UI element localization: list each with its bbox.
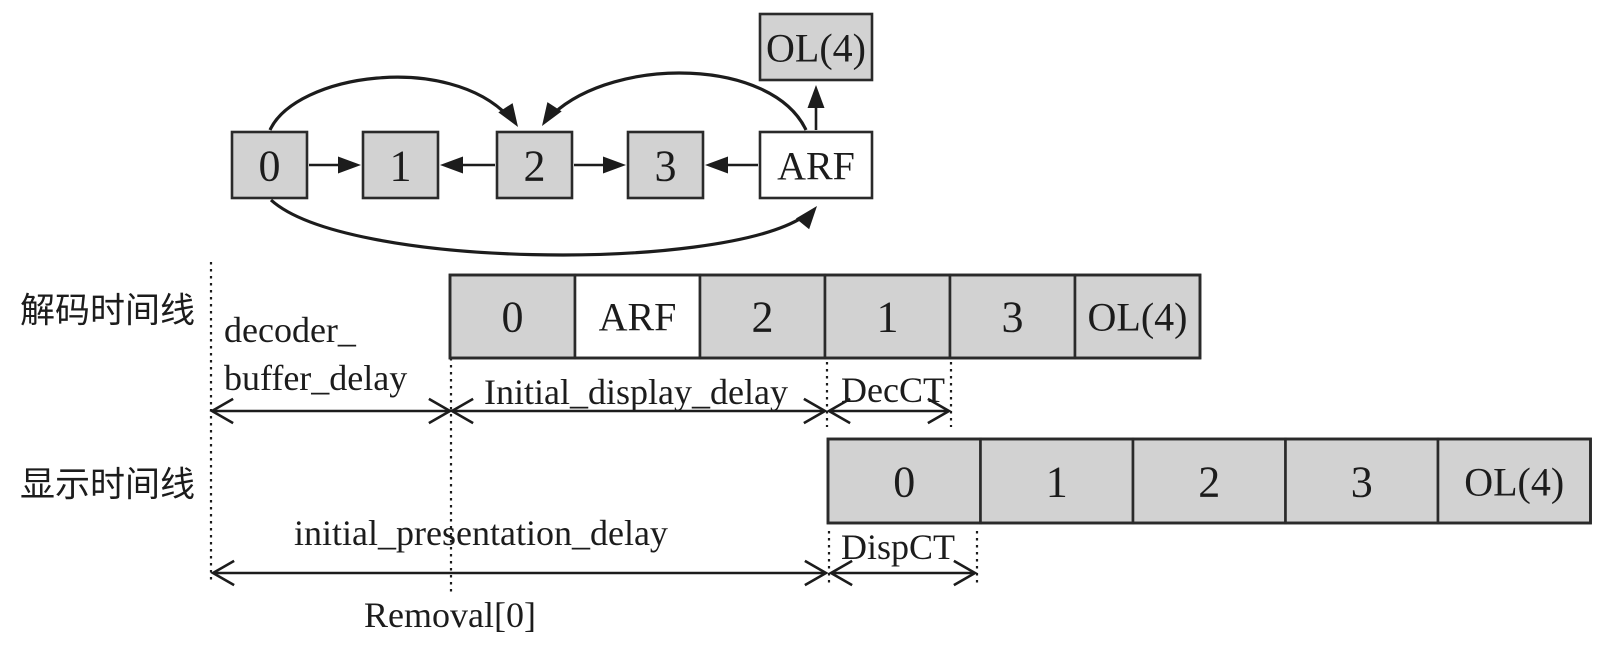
display-cell-label: OL(4) bbox=[1464, 460, 1564, 505]
arrowhead-icon bbox=[705, 156, 728, 174]
decct-arrow bbox=[826, 397, 952, 425]
arrowhead-icon bbox=[498, 103, 518, 127]
initial-presentation-delay-arrow bbox=[210, 559, 829, 587]
graph-node-3-label: 3 bbox=[655, 142, 677, 191]
arc-arf-to-2 bbox=[542, 71, 808, 131]
arrow-0-to-1 bbox=[309, 156, 361, 174]
dispct-arrow bbox=[828, 559, 978, 587]
arrow-2-to-1 bbox=[440, 156, 495, 174]
display-cell-label: 3 bbox=[1351, 458, 1373, 507]
initial-presentation-delay-label: initial_presentation_delay bbox=[294, 513, 668, 553]
decoder-buffer-delay-label-line2: buffer_delay bbox=[224, 358, 407, 398]
arrowhead-icon bbox=[795, 206, 817, 230]
dispct-label: DispCT bbox=[841, 527, 955, 567]
arrowhead-icon bbox=[440, 156, 463, 174]
graph-node-2-label: 2 bbox=[524, 142, 546, 191]
graph-node-0-label: 0 bbox=[259, 142, 281, 191]
decode-cell: ARF bbox=[573, 273, 702, 360]
decode-cell: 2 bbox=[698, 273, 827, 360]
display-cell-label: 2 bbox=[1198, 458, 1220, 507]
graph-node-arf: ARF bbox=[758, 130, 874, 200]
display-cell-label: 1 bbox=[1046, 458, 1068, 507]
arrow-2-to-3 bbox=[574, 156, 626, 174]
decct-label: DecCT bbox=[841, 370, 945, 410]
decode-cell: 3 bbox=[948, 273, 1077, 360]
arrow-arf-to-3 bbox=[705, 156, 758, 174]
arrowhead-icon bbox=[603, 156, 626, 174]
decode-cell: 1 bbox=[823, 273, 952, 360]
decode-cell-label: OL(4) bbox=[1088, 295, 1188, 340]
display-cell: OL(4) bbox=[1436, 437, 1592, 525]
graph-node-1-label: 1 bbox=[390, 142, 412, 191]
display-cell: 0 bbox=[826, 437, 982, 525]
decode-cell: 0 bbox=[448, 273, 577, 360]
graph-node-ol4-label: OL(4) bbox=[766, 26, 866, 71]
graph-node-2: 2 bbox=[495, 130, 574, 200]
display-cell: 3 bbox=[1284, 437, 1440, 525]
decode-timeline-label: 解码时间线 bbox=[20, 292, 195, 331]
display-timeline-label: 显示时间线 bbox=[20, 466, 195, 505]
decode-cell-label: 1 bbox=[877, 293, 899, 342]
decoder-buffer-delay-arrow bbox=[209, 397, 453, 425]
graph-node-ol4: OL(4) bbox=[758, 12, 874, 82]
decode-cell-label: 2 bbox=[752, 293, 774, 342]
display-cell: 2 bbox=[1131, 437, 1287, 525]
decode-cell-label: 0 bbox=[502, 293, 524, 342]
decode-cell: OL(4) bbox=[1073, 273, 1202, 360]
arc-0-to-arf bbox=[269, 198, 817, 257]
arrowhead-icon bbox=[338, 156, 361, 174]
arrow-arf-to-ol4 bbox=[807, 85, 825, 130]
decoder-buffer-delay-label-line1: decoder_ bbox=[224, 310, 357, 350]
display-cell-label: 0 bbox=[893, 458, 915, 507]
initial-display-delay-label: Initial_display_delay bbox=[484, 372, 788, 412]
decode-cell-label: 3 bbox=[1002, 293, 1024, 342]
initial-display-delay-arrow bbox=[449, 397, 828, 425]
graph-node-1: 1 bbox=[361, 130, 440, 200]
decode-row-outline bbox=[448, 273, 1202, 360]
removal-label: Removal[0] bbox=[364, 595, 536, 635]
display-timeline: 显示时间线 0 1 2 3 OL(4) initial_presentation… bbox=[20, 437, 1592, 635]
display-cell: 1 bbox=[979, 437, 1135, 525]
decode-cell-label: ARF bbox=[599, 295, 677, 340]
reference-graph: 0 1 2 3 ARF OL(4) bbox=[230, 12, 874, 257]
arrowhead-icon bbox=[542, 102, 562, 126]
graph-node-3: 3 bbox=[626, 130, 705, 200]
arrowhead-icon bbox=[807, 85, 825, 108]
graph-node-arf-label: ARF bbox=[777, 144, 855, 189]
decode-timeline: 解码时间线 0 ARF 2 1 3 OL(4) bbox=[20, 262, 1202, 592]
graph-node-0: 0 bbox=[230, 130, 309, 200]
display-row-outline bbox=[826, 437, 1592, 525]
arc-0-to-2 bbox=[268, 75, 518, 131]
